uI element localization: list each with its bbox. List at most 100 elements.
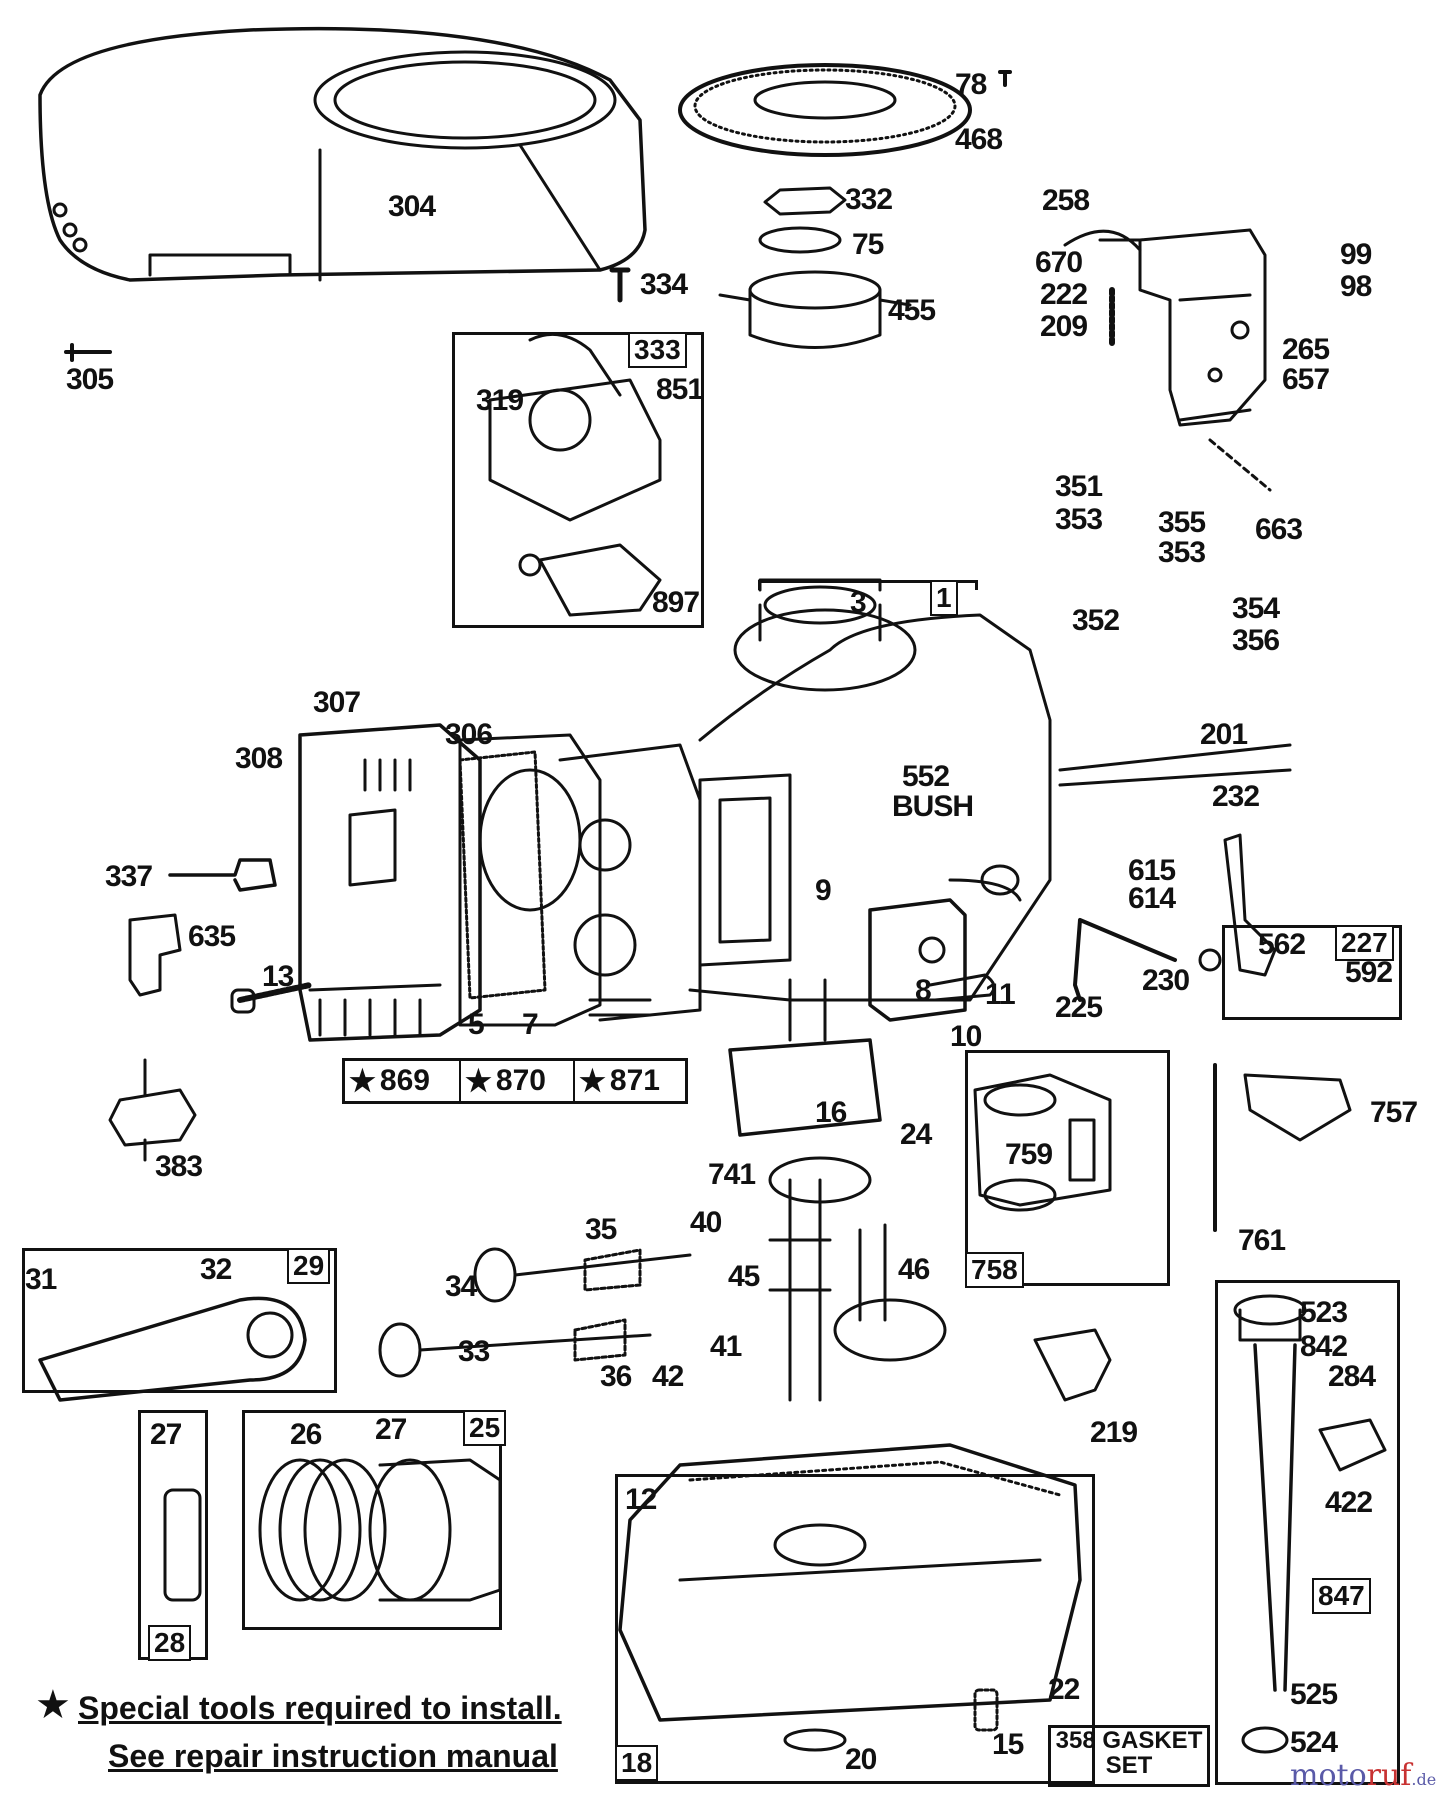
callout-99: 99 [1340,238,1372,271]
cylinder-assembly-box [758,580,978,590]
callout-284: 284 [1328,1360,1376,1393]
star-icon: ★ [465,1064,492,1098]
star-icon: ★ [579,1064,606,1098]
callout-3: 3 [850,586,867,619]
watermark-part1: moto [1290,1758,1367,1793]
connecting-rod-art [38,1296,307,1402]
control-bracket-art [1063,228,1272,492]
callout-222: 222 [1040,278,1088,311]
box-label-25: 25 [463,1410,507,1446]
callout-10: 10 [950,1020,982,1053]
callout-615: 615 [1128,854,1176,887]
callout-351: 351 [1055,470,1103,503]
callout-592: 592 [1345,956,1393,989]
callout-22: 22 [1048,1673,1080,1706]
callout-657: 657 [1282,363,1330,396]
governor-lever-art [1223,833,1277,977]
tool-kit-870-label: 870 [495,1064,546,1097]
crankshaft-art [728,978,947,1402]
spark-plug-art [168,858,277,892]
tool-kit-870: ★870 [461,1061,575,1101]
callout-5: 5 [468,1008,485,1041]
callout-562: 562 [1258,928,1306,961]
callout-8: 8 [915,974,932,1007]
gasket-set-number: 358 [1055,1727,1096,1754]
callout-31: 31 [25,1263,57,1296]
callout-209: 209 [1040,310,1088,343]
rotating-screen-art [678,63,1012,157]
gasket-set-line1: GASKET [1102,1727,1203,1754]
callout-12: 12 [625,1483,657,1516]
watermark: motoruf.de [1290,1758,1436,1793]
watermark-part2: ruf [1366,1758,1412,1793]
elbow-art [128,913,182,997]
gasket-set-label: 358 GASKET SET [1048,1725,1210,1787]
callout-455: 455 [888,294,936,327]
callout-201: 201 [1200,718,1248,751]
callout-15: 15 [992,1728,1024,1761]
callout-98: 98 [1340,270,1372,303]
callout-761: 761 [1238,1224,1286,1257]
callout-24: 24 [900,1118,932,1151]
footnote-line-1: Special tools required to install. [78,1690,562,1726]
footnote-star-icon: ★ [35,1682,71,1728]
callout-20: 20 [845,1743,877,1776]
callout-11: 11 [985,978,1016,1011]
callout-27-piston: 27 [375,1413,407,1446]
box-label-28: 28 [148,1625,192,1661]
bracket-219-art [1033,1328,1112,1402]
governor-lever-box [1222,925,1402,1020]
callout-219: 219 [1090,1416,1138,1449]
piston-pin-art [163,1488,202,1602]
callout-663: 663 [1255,513,1303,546]
box-label-333: 333 [628,332,687,368]
callout-34: 34 [445,1270,477,1303]
piston-box [242,1410,502,1630]
callout-232: 232 [1212,780,1260,813]
breather-art [868,864,1022,1022]
callout-468: 468 [955,123,1003,156]
callout-45: 45 [728,1260,760,1293]
callout-307: 307 [313,686,361,719]
callout-334: 334 [640,268,688,301]
callout-741: 741 [708,1158,756,1191]
callout-13: 13 [262,960,294,993]
callout-230: 230 [1142,964,1190,997]
callout-306: 306 [445,718,493,751]
box-label-758: 758 [965,1252,1024,1288]
callout-319: 319 [476,384,524,417]
footnote-line-2: See repair instruction manual [108,1738,558,1774]
callout-635: 635 [188,920,236,953]
callout-851: 851 [656,373,704,406]
dipstick-art [1233,1294,1387,1754]
callout-9: 9 [815,874,832,907]
gasket-set-line2: SET [1105,1752,1153,1780]
tool-kit-871: ★871 [575,1061,685,1101]
screw-305-art [64,343,112,362]
callout-897: 897 [652,586,700,619]
star-icon: ★ [349,1064,376,1098]
callout-670: 670 [1035,246,1083,279]
cylinder-block-art [298,578,1052,1042]
callout-304: 304 [388,190,436,223]
blower-housing-art [38,26,647,282]
box-label-847: 847 [1312,1578,1371,1614]
callout-258: 258 [1042,184,1090,217]
callout-383: 383 [155,1150,203,1183]
tool-kit-869: ★869 [345,1061,461,1101]
head-gasket-art [458,750,547,1000]
lever-757-art [1243,1073,1352,1142]
tool-kit-row: ★869 ★870 ★871 [342,1058,688,1104]
callout-27-pin: 27 [150,1418,182,1451]
callout-bush: BUSH [892,790,974,823]
callout-353-lower: 353 [1158,536,1206,569]
box-label-29: 29 [287,1248,331,1284]
callout-842: 842 [1300,1330,1348,1363]
armature-art [488,332,662,617]
callout-265: 265 [1282,333,1330,366]
armature-kit-box [452,332,704,628]
callout-33: 33 [458,1335,490,1368]
tool-kit-869-label: 869 [379,1064,430,1097]
callout-40: 40 [690,1206,722,1239]
connecting-rod-box [22,1248,337,1393]
